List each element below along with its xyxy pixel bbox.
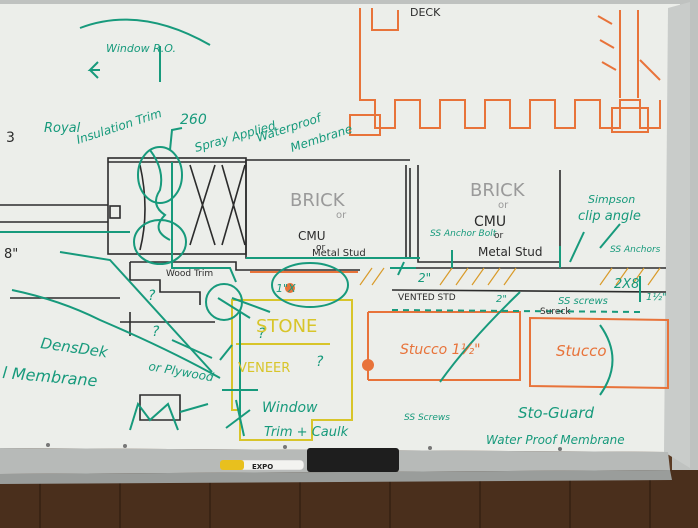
whiteboard-surface xyxy=(0,4,680,452)
question-1: ? xyxy=(148,288,156,304)
brick-right-label: BRICK xyxy=(470,180,526,201)
screw xyxy=(283,445,287,449)
ss-screws-label: SS Screws xyxy=(404,413,450,423)
stucco-mid-label: Stucco 1½" xyxy=(400,342,481,358)
wood-panel-grooves xyxy=(39,480,651,528)
hatch-pattern xyxy=(359,267,661,286)
green-dashed-line xyxy=(391,309,641,313)
marker-tray-lip xyxy=(0,470,672,484)
faded-text-group: BRICK or BRICK or xyxy=(290,180,526,221)
two-by-eight-label: 2X8 xyxy=(614,277,639,292)
question-4: ? xyxy=(316,354,324,370)
metal-stud-left-label: Metal Stud xyxy=(312,248,366,259)
black-text-group: CMU or Metal Stud CMU or Metal Stud VENT… xyxy=(4,6,571,317)
marker-cap xyxy=(220,460,244,470)
dim-2-label: 2" xyxy=(418,271,431,285)
green-annotations xyxy=(0,18,641,437)
simpson-label: Simpson xyxy=(588,193,635,206)
orange-text-group: Stucco 1½" Stucco xyxy=(400,342,607,360)
or-left2-label: or xyxy=(316,243,326,253)
ss-anchor-bolt-label: SS Anchor Bolt xyxy=(430,229,497,239)
yellow-stone-sketch xyxy=(231,299,353,441)
ss-anchors-label: SS Anchors xyxy=(610,245,661,255)
window-label: Window R.O. xyxy=(106,42,176,55)
orange-deck-sketch xyxy=(349,8,661,136)
or-right-label: or xyxy=(498,200,509,211)
dim-1half-label: 1½" xyxy=(646,291,667,303)
number-260: 260 xyxy=(180,112,207,128)
stone-text-group: STONE VENEER xyxy=(238,316,317,376)
brick-left-label: BRICK xyxy=(290,190,346,211)
stone-label: STONE xyxy=(256,316,317,337)
inch-left-label: 8" xyxy=(4,247,18,262)
or-left-label: or xyxy=(336,210,347,221)
or-right2-label: or xyxy=(494,231,504,241)
sureck-label: Sureck xyxy=(540,307,571,317)
royal-label: Royal xyxy=(44,121,81,136)
window-trim-label: Window xyxy=(262,400,318,416)
dim-2b-label: 2" xyxy=(496,294,507,305)
trim-caulk-label: Trim + Caulk xyxy=(264,425,349,440)
screw xyxy=(123,444,127,448)
metal-stud-right-label: Metal Stud xyxy=(478,245,543,259)
marker-brand: EXPO xyxy=(252,463,273,471)
screw xyxy=(428,446,432,450)
number-3: 3 xyxy=(6,130,15,146)
vented-std-label: VENTED STD xyxy=(398,293,456,303)
veneer-label: VENEER xyxy=(238,361,290,376)
dim-1x-label: 1"X xyxy=(276,282,296,295)
screw xyxy=(558,447,562,451)
question-2: ? xyxy=(152,324,160,340)
sto-guard-label: Sto-Guard xyxy=(518,404,594,422)
top-text: DECK xyxy=(410,6,441,19)
wood-trim-label: Wood Trim xyxy=(166,269,213,279)
eraser xyxy=(307,448,399,472)
waterproof-membrane-label: Water Proof Membrane xyxy=(486,433,625,447)
question-3: ? xyxy=(258,326,266,342)
screw xyxy=(46,443,50,447)
cmu-left-label: CMU xyxy=(298,229,326,243)
ss-screws-right-label: SS screws xyxy=(558,296,608,307)
cmu-right-label: CMU xyxy=(474,214,506,230)
clip-angle-label: clip angle xyxy=(578,209,641,224)
board-frame-right xyxy=(664,2,690,468)
stucco-right-label: Stucco xyxy=(556,342,607,360)
